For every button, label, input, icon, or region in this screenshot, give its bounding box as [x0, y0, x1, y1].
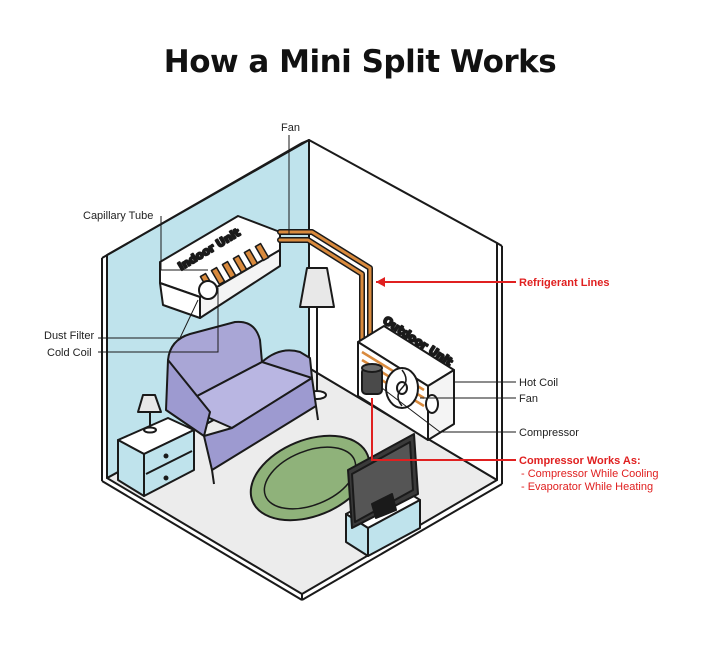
- rug: [249, 434, 371, 522]
- tv-stand: [345, 433, 421, 557]
- red-callouts: [371, 277, 516, 461]
- label-compressor-mode-cooling: - Compressor While Cooling: [521, 468, 659, 480]
- label-cold-coil: Cold Coil: [47, 347, 92, 359]
- leader-lines: [98, 135, 516, 433]
- leader-dust-filter: [98, 299, 199, 339]
- label-compressor-works-as: Compressor Works As:: [519, 455, 641, 467]
- leader-capillary-tube: [160, 216, 208, 271]
- label-dust-filter: Dust Filter: [44, 330, 94, 342]
- nightstand: [117, 394, 195, 497]
- leader-cold-coil: [98, 288, 219, 353]
- label-refrigerant-lines: Refrigerant Lines: [519, 277, 609, 289]
- callout-compressor-works-as: [371, 398, 516, 461]
- label-compressor-mode-heating: - Evaporator While Heating: [521, 481, 653, 493]
- label-hot-coil: Hot Coil: [519, 377, 558, 389]
- leader-compressor: [381, 387, 516, 433]
- label-capillary-tube: Capillary Tube: [83, 210, 153, 222]
- sofa: [165, 320, 319, 485]
- refrigerant-pipes: [277, 229, 373, 355]
- label-fan-outdoor: Fan: [519, 393, 538, 405]
- label-fan-top: Fan: [281, 122, 300, 134]
- label-compressor: Compressor: [519, 427, 579, 439]
- page-title: How a Mini Split Works: [163, 44, 557, 80]
- indoor-unit: Indoor Unit: [159, 215, 281, 319]
- indoor-fan-graphic: [198, 280, 218, 300]
